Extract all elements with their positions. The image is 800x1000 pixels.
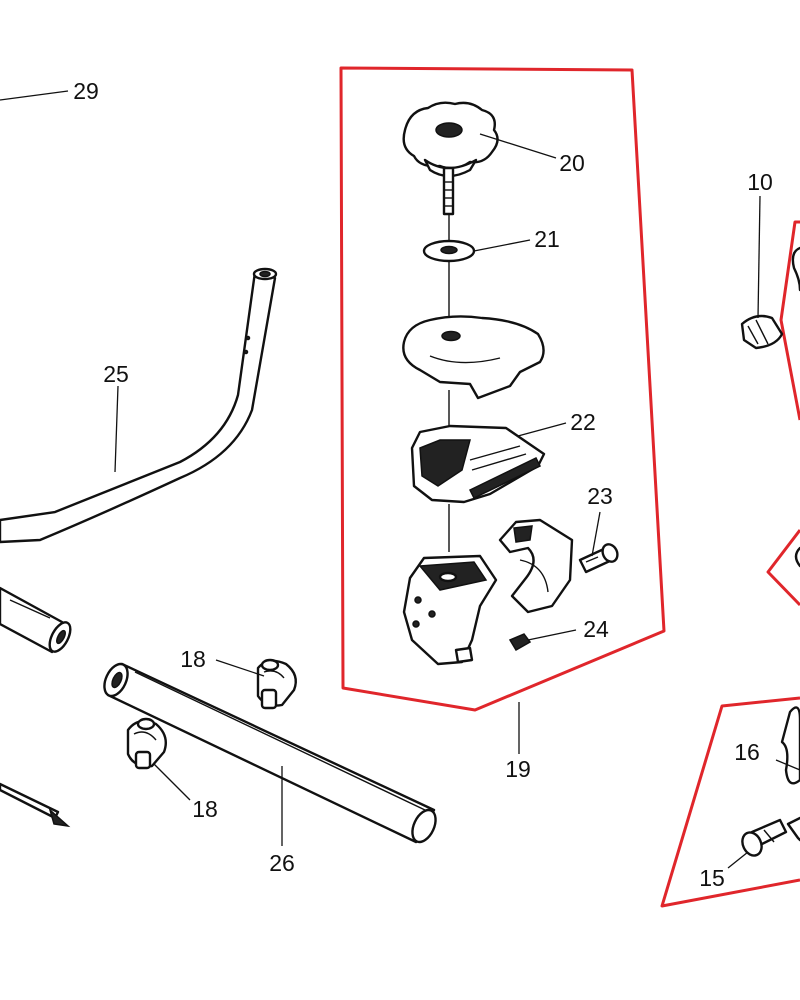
- handle-bar-part-25: [0, 267, 278, 544]
- screw-part-23: [578, 543, 619, 574]
- callout-21: 21: [534, 226, 560, 252]
- callout-18-upper: 18: [180, 646, 206, 672]
- cap-cover: [402, 315, 545, 428]
- left-tube-end: [0, 586, 72, 654]
- group-19-outline: [339, 66, 666, 712]
- callout-18-lower: 18: [192, 796, 218, 822]
- right-middle-part: [794, 546, 800, 568]
- callout-15: 15: [699, 865, 725, 891]
- callout-29: 29: [73, 78, 99, 104]
- washer-part-21: [422, 214, 476, 318]
- clamp-part-18-upper: [256, 658, 297, 710]
- group-outlines: [339, 66, 800, 908]
- callout-26: 26: [269, 850, 295, 876]
- left-rod: [0, 782, 71, 828]
- callout-20: 20: [559, 150, 585, 176]
- callout-19: 19: [505, 756, 531, 782]
- bolt-part-15: [741, 818, 788, 857]
- base-bracket: [402, 554, 498, 666]
- callout-16: 16: [734, 739, 760, 765]
- callout-24: 24: [583, 616, 609, 642]
- callout-labels: 29 20 21 10 25 22 23 24 18 18 19 16 26 1…: [73, 78, 773, 891]
- knob-part-10: [740, 314, 784, 350]
- callout-23: 23: [587, 483, 613, 509]
- group-right-lower-outline: [660, 696, 800, 908]
- group-right-upper-outline: [779, 220, 800, 421]
- clamp-body-part-22: [410, 424, 546, 552]
- part-16-assembly: [780, 706, 800, 842]
- leader-lines: [0, 90, 800, 869]
- callout-10: 10: [747, 169, 773, 195]
- clamp-half-right: [498, 518, 574, 614]
- nut-part-24: [508, 633, 532, 652]
- clamp-part-18-lower: [126, 717, 167, 770]
- group-right-middle-outline: [766, 529, 800, 607]
- callout-25: 25: [103, 361, 129, 387]
- right-upper-part: [791, 246, 800, 292]
- callout-22: 22: [570, 409, 596, 435]
- knob-part-20: [402, 101, 499, 216]
- tube-part-26: [103, 662, 437, 844]
